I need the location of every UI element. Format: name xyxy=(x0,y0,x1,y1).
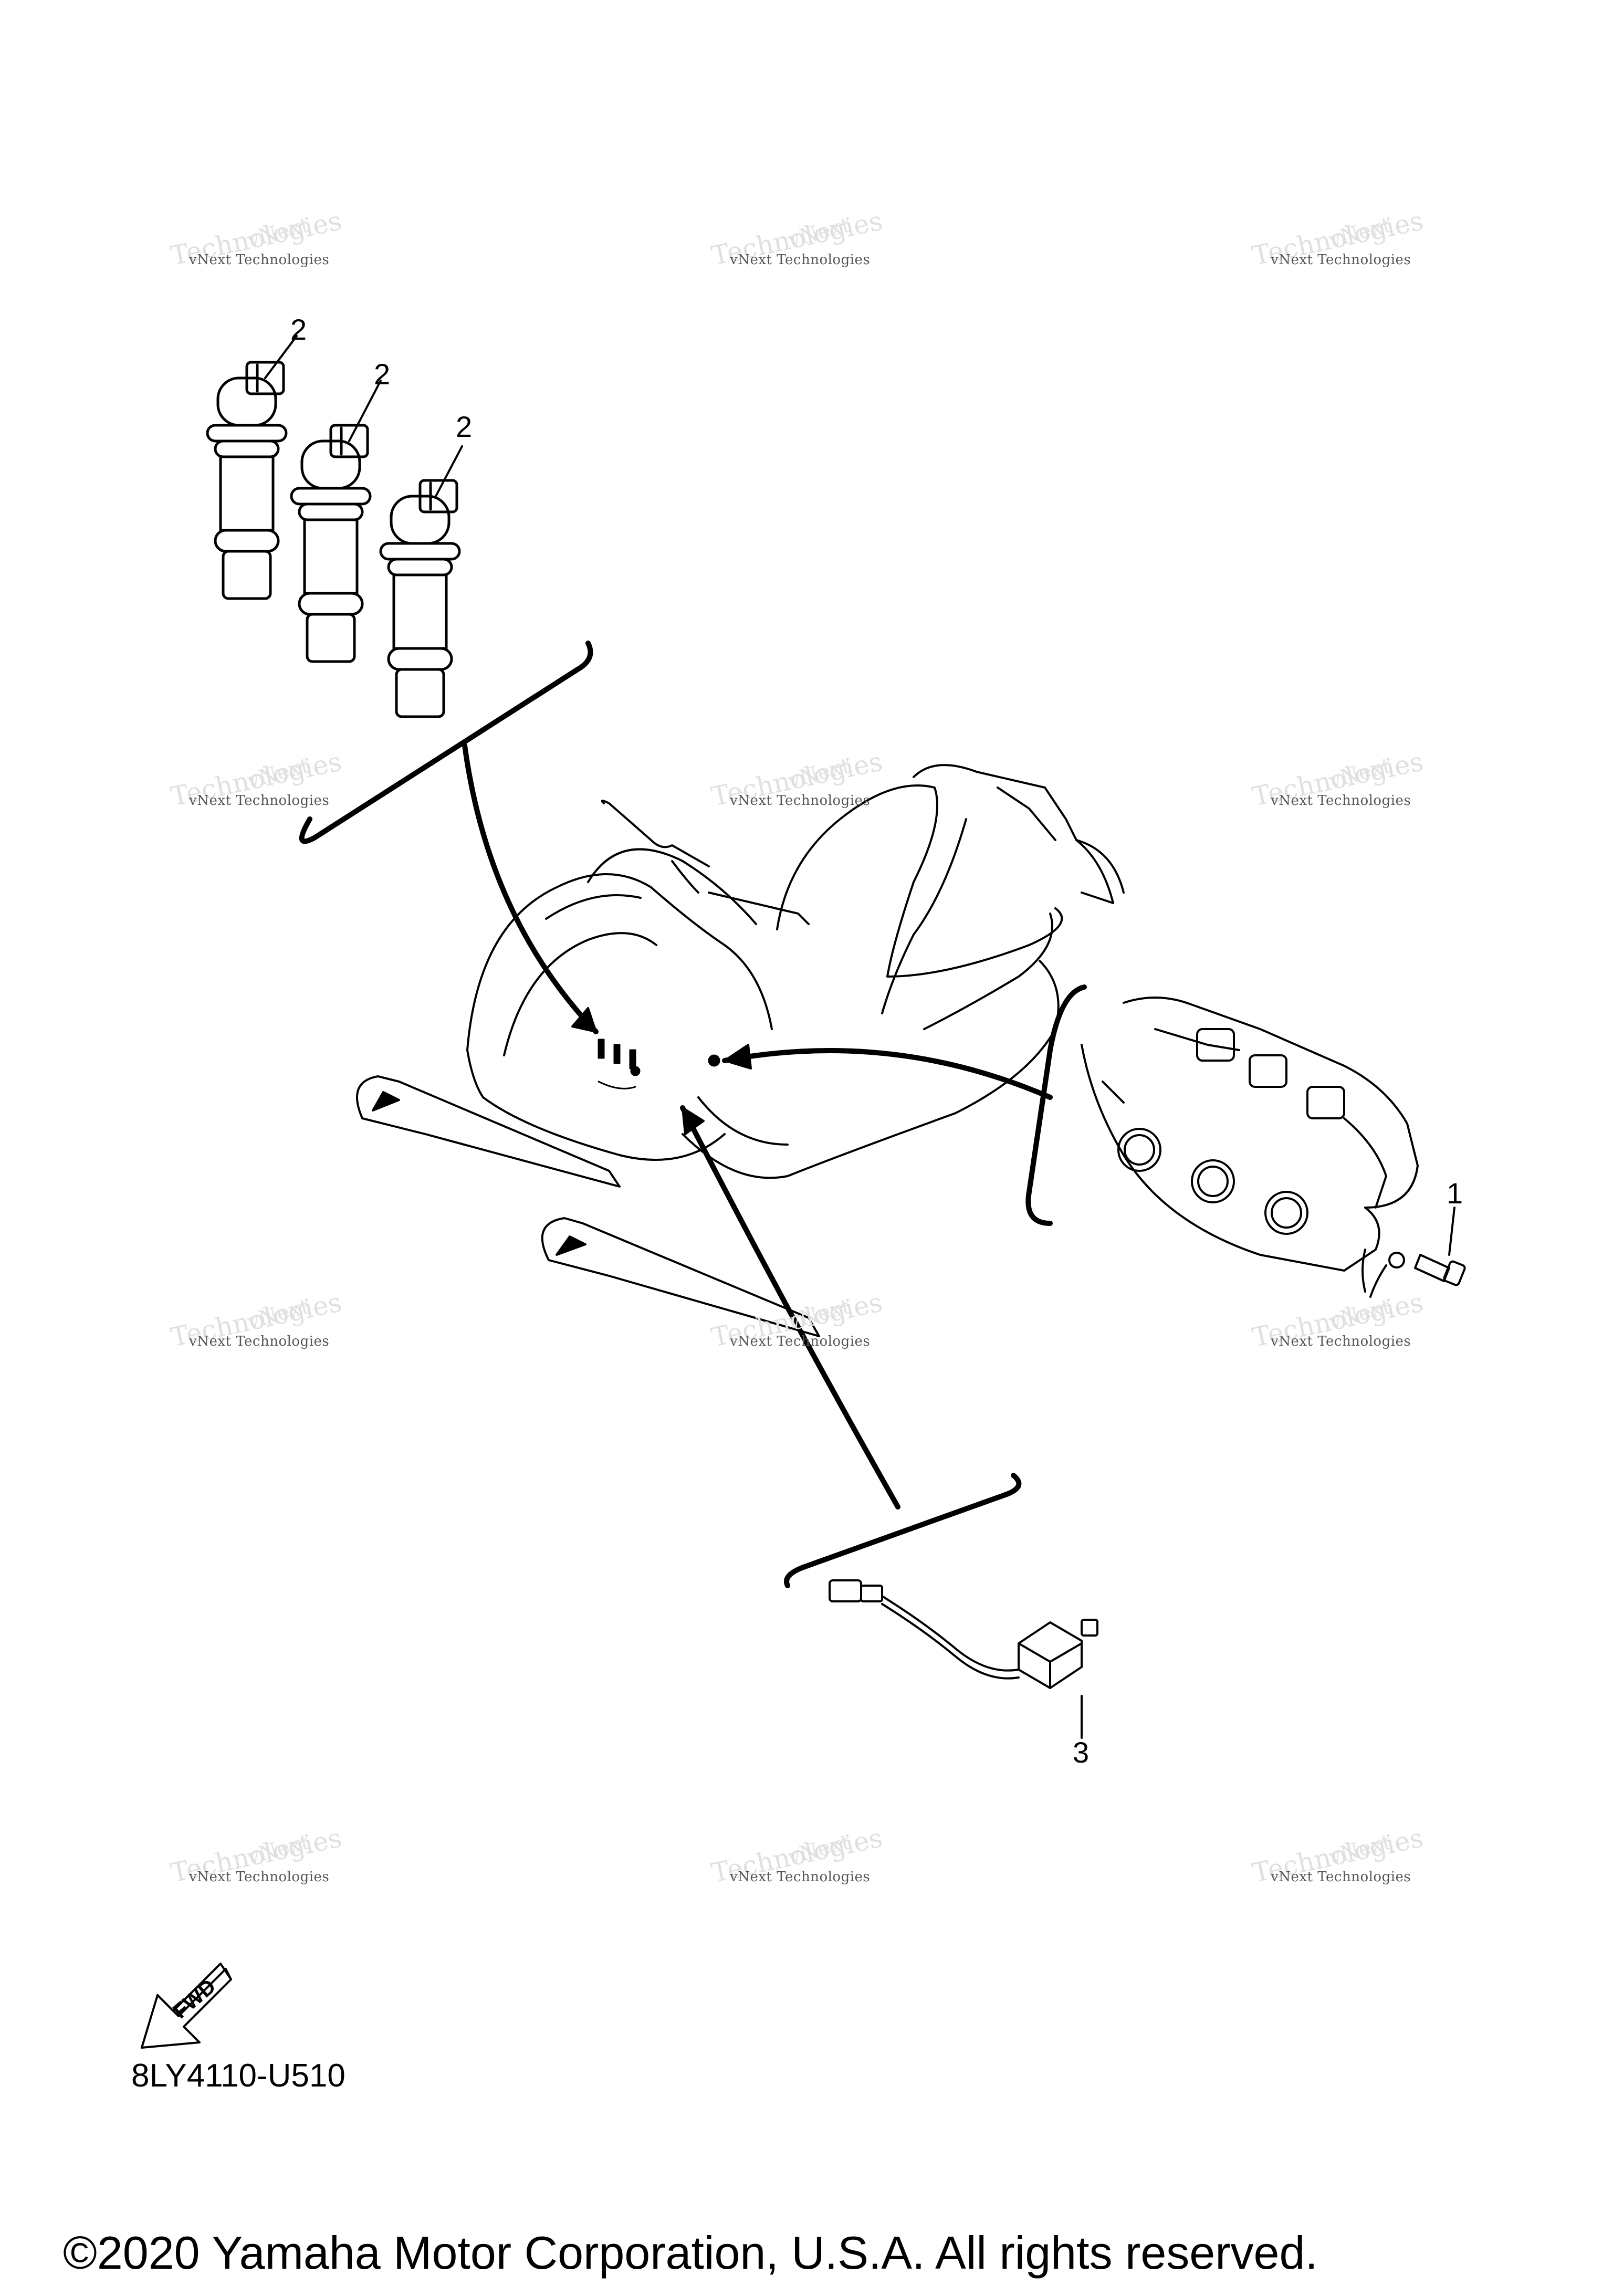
watermark: vNext Technologies vNext Technologies xyxy=(1250,746,1426,812)
watermark: vNext Technologies vNext Technologies xyxy=(168,746,344,812)
part-code: 8LY4110-U510 xyxy=(131,2058,345,2094)
watermark: vNext Technologies vNext Technologies xyxy=(168,205,344,271)
ignition-coil-3 xyxy=(379,479,461,718)
watermark: vNext Technologies vNext Technologies xyxy=(168,1822,344,1889)
callout-2: 2 xyxy=(290,313,307,346)
callout-1: 1 xyxy=(1447,1177,1463,1210)
copyright-notice: ©2020 Yamaha Motor Corporation, U.S.A. A… xyxy=(63,2227,1318,2279)
engine-group-bracket xyxy=(1025,984,1087,1226)
watermark: vNext Technologies vNext Technologies xyxy=(1250,205,1426,271)
engine-block xyxy=(1081,997,1419,1298)
coil-group-bracket xyxy=(299,641,593,844)
location-marks xyxy=(598,1039,720,1089)
knock-sensor-part-3 xyxy=(829,1579,1098,1689)
fwd-arrow-icon xyxy=(141,1963,232,2049)
sensor-group-bracket xyxy=(784,1473,1022,1588)
watermark: vNext Technologies vNext Technologies xyxy=(709,746,885,812)
snowmobile-outline xyxy=(356,764,1125,1337)
ignition-coil-1 xyxy=(206,361,288,600)
callout-3: 3 xyxy=(1073,1736,1090,1769)
watermark: vNext Technologies vNext Technologies xyxy=(709,205,885,271)
watermark: vNext Technologies vNext Technologies xyxy=(709,1822,885,1889)
watermark: vNext Technologies vNext Technologies xyxy=(1250,1822,1426,1889)
ignition-coil-2 xyxy=(290,424,372,663)
bolt-part-1 xyxy=(1414,1254,1466,1286)
watermark: vNext Technologies vNext Technologies xyxy=(1250,1287,1426,1353)
callout-2: 2 xyxy=(374,358,391,391)
watermark: vNext Technologies vNext Technologies xyxy=(709,1287,885,1353)
callout-2: 2 xyxy=(456,410,473,443)
watermark: vNext Technologies vNext Technologies xyxy=(168,1287,344,1353)
